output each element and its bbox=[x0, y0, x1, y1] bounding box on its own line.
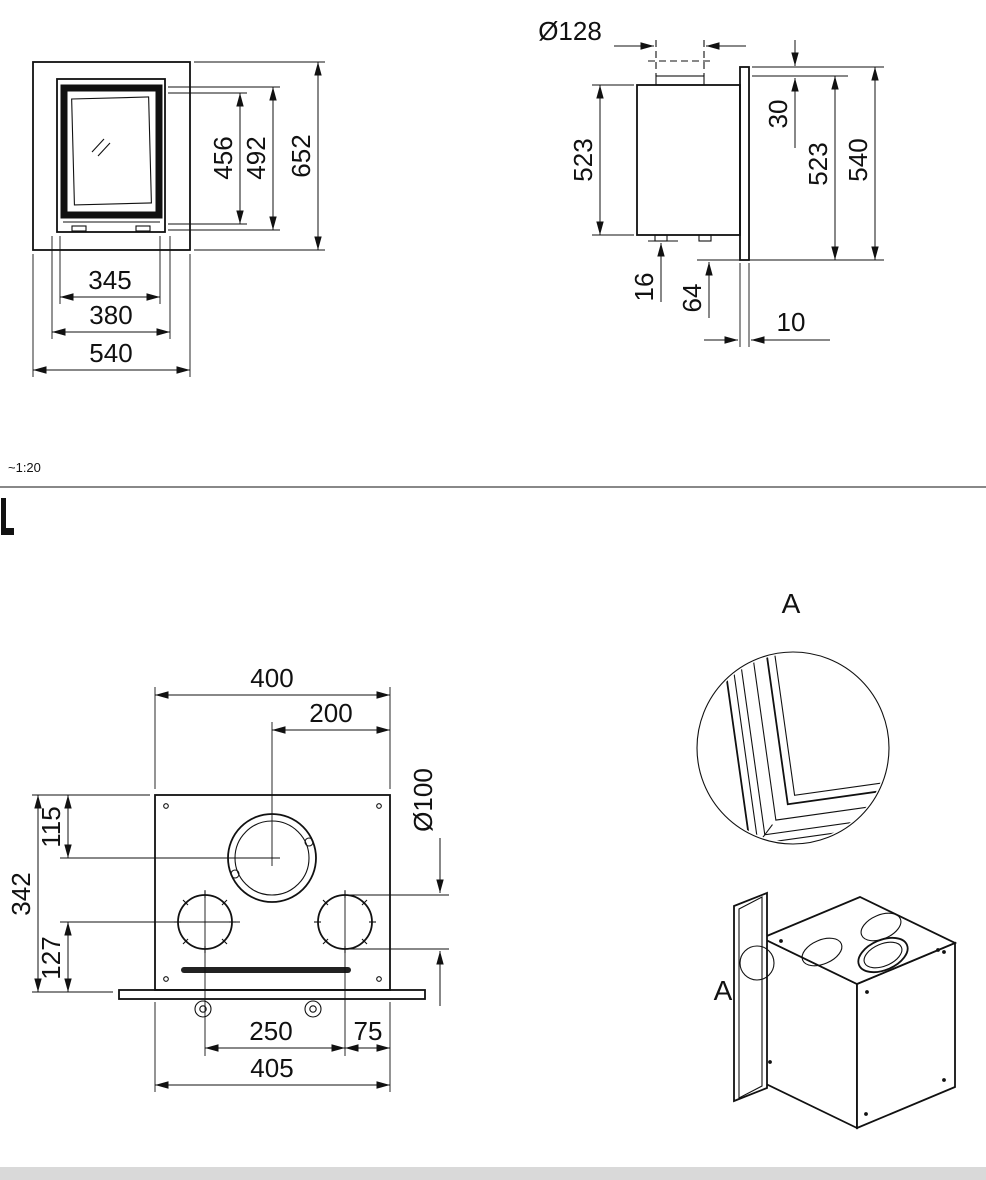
isometric-view: A bbox=[714, 891, 958, 1130]
corner-hole bbox=[163, 803, 169, 809]
dim-flue-center-offset: 200 bbox=[309, 698, 352, 728]
dim-flue-front-offset: 115 bbox=[36, 806, 66, 847]
front-frame-outline bbox=[32, 61, 191, 251]
dim-total-height: 652 bbox=[286, 134, 316, 177]
corner-hole bbox=[376, 976, 382, 982]
cropped-text-fragment bbox=[1, 498, 14, 535]
side-body-outline bbox=[636, 84, 741, 236]
iso-top-face bbox=[759, 896, 958, 985]
dim-foot-height: 16 bbox=[629, 273, 659, 302]
dim-vent-diameter: Ø100 bbox=[408, 768, 438, 832]
flue-collar bbox=[655, 75, 705, 86]
air-slot bbox=[181, 967, 351, 973]
dim-total-depth: 540 bbox=[843, 138, 873, 181]
dim-glass-width: 345 bbox=[88, 265, 131, 295]
mounting-eyelet-hole bbox=[309, 1005, 317, 1013]
mounting-eyelet-hole bbox=[199, 1005, 207, 1013]
rivet bbox=[936, 948, 940, 952]
dim-body-depth: 523 bbox=[568, 138, 598, 181]
window-frame bbox=[60, 84, 163, 219]
dim-glass-height: 456 bbox=[208, 136, 238, 179]
side-foot-right bbox=[698, 234, 712, 242]
dim-bottom-offset: 64 bbox=[677, 284, 707, 313]
glass-reflection-line bbox=[91, 138, 105, 153]
rivet bbox=[865, 990, 869, 994]
dim-door-height: 492 bbox=[241, 136, 271, 179]
front-view-dimensions: 456 492 652 345 380 540 bbox=[32, 61, 325, 377]
detail-a-marker-circle bbox=[739, 945, 775, 981]
mounting-eyelet bbox=[194, 1000, 212, 1018]
dim-total-depth-top: 342 bbox=[6, 872, 36, 915]
flue-screw-hole bbox=[230, 869, 240, 879]
detail-a-label: A bbox=[782, 588, 801, 619]
base-plate bbox=[118, 989, 426, 1000]
front-foot-right bbox=[135, 225, 151, 232]
front-body-outline bbox=[56, 78, 166, 233]
top-body-outline bbox=[154, 794, 391, 991]
detail-a-marker-label: A bbox=[714, 975, 733, 1006]
dim-vent-spacing: 250 bbox=[249, 1016, 292, 1046]
door-inner-frame bbox=[71, 96, 152, 206]
iso-flue-outlet-outer bbox=[857, 936, 909, 974]
rivet bbox=[864, 1112, 868, 1116]
iso-vent-hole bbox=[801, 937, 843, 967]
iso-flue-outlet-inner bbox=[863, 941, 903, 969]
detail-a-lines bbox=[722, 654, 887, 842]
rivet bbox=[942, 1078, 946, 1082]
scale-note: ~1:20 bbox=[8, 460, 41, 475]
dim-vent-edge-offset: 75 bbox=[354, 1016, 383, 1046]
dim-top-offset: 30 bbox=[763, 100, 793, 129]
rivet bbox=[768, 1060, 772, 1064]
dim-rear-depth: 523 bbox=[803, 142, 833, 185]
corner-hole bbox=[163, 976, 169, 982]
front-foot-left bbox=[71, 225, 87, 232]
top-view-dimensions: 400 200 Ø100 115 127 342 250 75 bbox=[6, 663, 449, 1092]
front-flange-profile bbox=[739, 66, 750, 261]
side-view-dimensions: Ø128 523 30 523 540 16 64 10 bbox=[538, 16, 884, 347]
side-view bbox=[636, 40, 750, 261]
dim-flue-diameter: Ø128 bbox=[538, 16, 602, 46]
iso-flange-inner-edge bbox=[738, 896, 763, 1099]
dim-door-width: 380 bbox=[89, 300, 132, 330]
mounting-eyelet bbox=[304, 1000, 322, 1018]
dim-frame-protrusion: 10 bbox=[777, 307, 806, 337]
dim-vent-rear-offset: 127 bbox=[36, 936, 66, 979]
glass-reflection-line bbox=[97, 142, 111, 157]
front-view bbox=[32, 61, 191, 251]
dim-base-width: 405 bbox=[250, 1053, 293, 1083]
rivet bbox=[779, 939, 783, 943]
corner-hole bbox=[376, 803, 382, 809]
dim-total-width: 540 bbox=[89, 338, 132, 368]
detail-a-view: A bbox=[696, 588, 890, 845]
rivet bbox=[942, 950, 946, 954]
flue-screw-hole bbox=[304, 837, 314, 847]
window-bottom-edge bbox=[0, 1167, 986, 1180]
dim-body-width: 400 bbox=[250, 663, 293, 693]
iso-front-flange bbox=[733, 891, 768, 1103]
detail-a-circle bbox=[696, 651, 890, 845]
